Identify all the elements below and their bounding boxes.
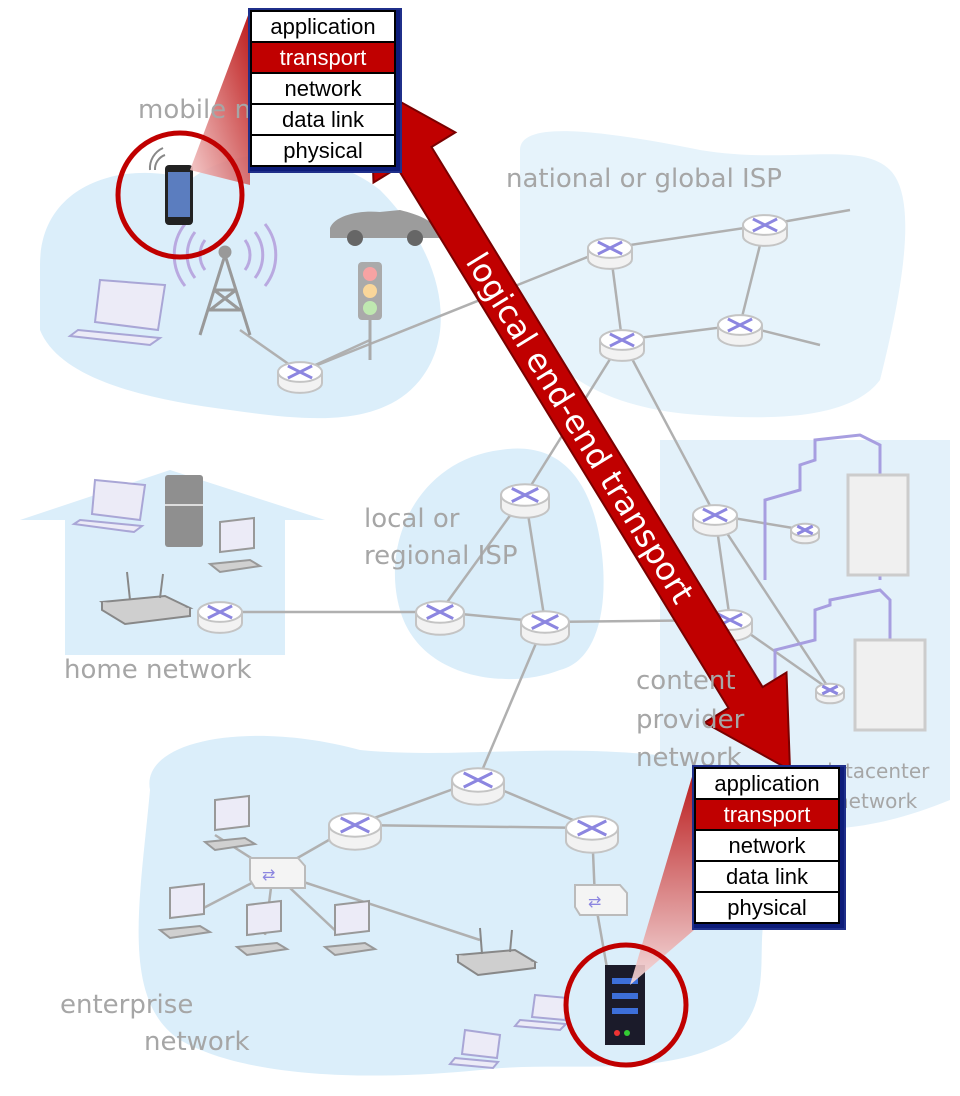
bottom-protocol-stack: application transport network data link … — [692, 765, 846, 930]
layer-data-link: data link — [696, 862, 838, 893]
router-icon — [717, 314, 763, 347]
datacenter-label-1: datacenter — [820, 759, 930, 783]
local-isp-label-1: local or — [364, 504, 460, 534]
router-icon — [790, 522, 820, 545]
home-network-region — [20, 470, 325, 655]
router-icon — [599, 329, 645, 362]
router-icon — [500, 483, 550, 519]
laptop-icon — [71, 478, 147, 534]
desktop-computer-icon — [234, 899, 290, 957]
switch-icon: ⇄ — [574, 884, 628, 916]
top-stack-callout — [190, 10, 250, 185]
content-provider-label-2: provider — [636, 705, 745, 735]
layer-network: network — [696, 831, 838, 862]
router-icon — [520, 610, 570, 646]
laptop-icon — [67, 278, 167, 347]
server-host-highlight — [563, 942, 689, 1068]
svg-text:⇄: ⇄ — [588, 892, 601, 911]
layer-application: application — [696, 769, 838, 800]
switch-icon: ⇄ — [249, 857, 306, 889]
router-icon — [277, 361, 323, 394]
server-icon — [605, 965, 645, 1045]
layer-application: application — [252, 12, 394, 43]
content-provider-label-1: content — [636, 666, 736, 696]
refrigerator-icon — [165, 475, 203, 547]
layer-network: network — [252, 74, 394, 105]
router-icon — [197, 601, 243, 634]
datacenter-building-icon — [763, 433, 927, 732]
layer-physical: physical — [727, 895, 807, 920]
layer-data-link: data link — [252, 105, 394, 136]
mobile-host-highlight — [115, 130, 245, 260]
desktop-computer-icon — [202, 794, 258, 852]
home-network-label: home network — [64, 655, 252, 685]
smartphone-icon — [148, 147, 193, 225]
desktop-computer-icon — [207, 516, 263, 574]
desktop-computer-icon — [157, 882, 213, 940]
wifi-router-icon — [455, 927, 539, 977]
desktops — [157, 516, 378, 957]
router-icon — [451, 767, 505, 806]
traffic-light-icon — [358, 262, 382, 360]
router-icon — [415, 600, 465, 636]
laptop-icon — [448, 1028, 502, 1070]
router-icon — [328, 812, 382, 851]
laptop-icon — [513, 993, 570, 1032]
datacenter-label-2: network — [836, 789, 918, 813]
layer-transport: transport — [696, 800, 838, 831]
enterprise-label-2: network — [144, 1027, 250, 1057]
cell-tower-icon — [172, 223, 278, 336]
router-icon — [742, 214, 788, 247]
top-protocol-stack: application transport network data link … — [248, 8, 402, 173]
wifi-router-icon — [98, 571, 194, 626]
bottom-stack-callout — [630, 770, 694, 985]
router-icon — [565, 815, 619, 854]
enterprise-label-1: enterprise — [60, 990, 194, 1020]
layer-physical: physical — [283, 138, 363, 163]
router-icon — [815, 682, 845, 705]
layer-transport: transport — [252, 43, 394, 74]
local-isp-label-2: regional ISP — [364, 541, 518, 571]
national-isp-label: national or global ISP — [506, 164, 782, 194]
car-icon — [330, 210, 440, 246]
router-icon — [587, 237, 633, 270]
svg-text:⇄: ⇄ — [262, 865, 275, 884]
router-icon — [692, 504, 738, 537]
desktop-computer-icon — [322, 899, 378, 957]
